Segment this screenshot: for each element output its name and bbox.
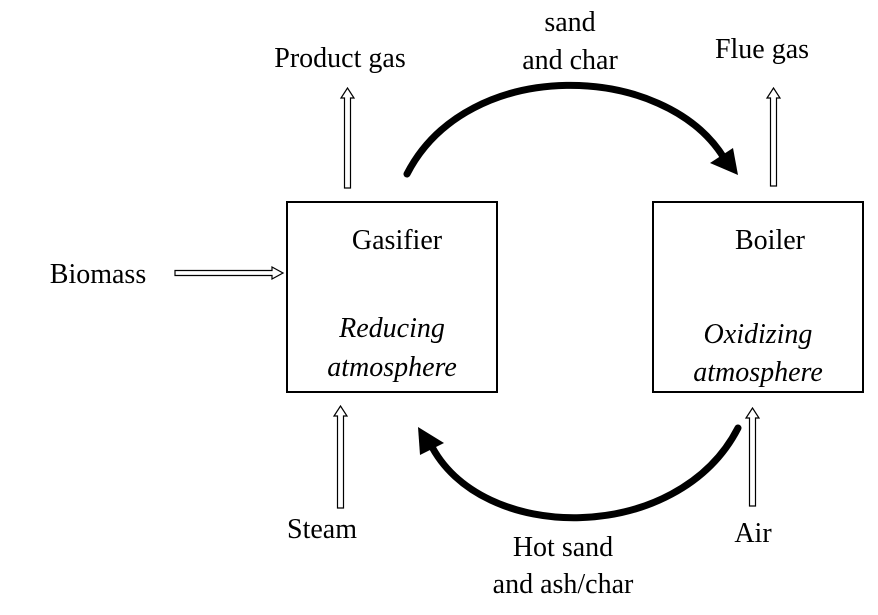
steam-stream: Steam [287, 404, 357, 545]
flue-gas-stream: Flue gas [715, 34, 809, 187]
boiler-label: Boiler [735, 225, 806, 256]
gasifier-box [286, 201, 498, 393]
air-arrow [744, 406, 761, 507]
boiler-box [652, 201, 864, 393]
upper-circulation-curve [403, 81, 728, 178]
and-char-label: and char [522, 45, 618, 76]
boiler-condition-line2: atmosphere [693, 357, 823, 388]
biomass-stream: Biomass [50, 259, 285, 290]
lower-circulation-curve [426, 424, 742, 522]
biomass-arrow [174, 265, 285, 281]
air-label: Air [734, 518, 772, 549]
gasifier-condition-line2: atmosphere [327, 352, 457, 383]
gasifier-condition-line1: Reducing [338, 313, 445, 344]
product-gas-label: Product gas [274, 43, 405, 74]
product-gas-stream: Product gas [274, 43, 406, 189]
lower-circulation-arrowhead [418, 427, 444, 455]
and-ash-char-label: and ash/char [493, 569, 634, 600]
boiler-unit: Boiler Oxidizing atmosphere [652, 201, 864, 393]
steam-label: Steam [287, 514, 357, 545]
product-gas-arrow [339, 86, 356, 189]
boiler-condition-line1: Oxidizing [704, 319, 813, 350]
sand-char-circulation: sand and char [403, 7, 738, 178]
biomass-label: Biomass [50, 259, 146, 290]
air-stream: Air [734, 406, 772, 549]
gasifier-unit: Gasifier Reducing atmosphere [286, 201, 498, 393]
gasifier-label: Gasifier [352, 225, 443, 256]
sand-label: sand [544, 7, 595, 38]
steam-arrow [332, 404, 349, 509]
hot-sand-circulation: Hot sand and ash/char [418, 424, 742, 600]
hot-sand-label: Hot sand [513, 532, 613, 563]
flue-gas-arrow [765, 86, 782, 187]
flue-gas-label: Flue gas [715, 34, 809, 65]
upper-circulation-arrowhead [710, 148, 738, 175]
